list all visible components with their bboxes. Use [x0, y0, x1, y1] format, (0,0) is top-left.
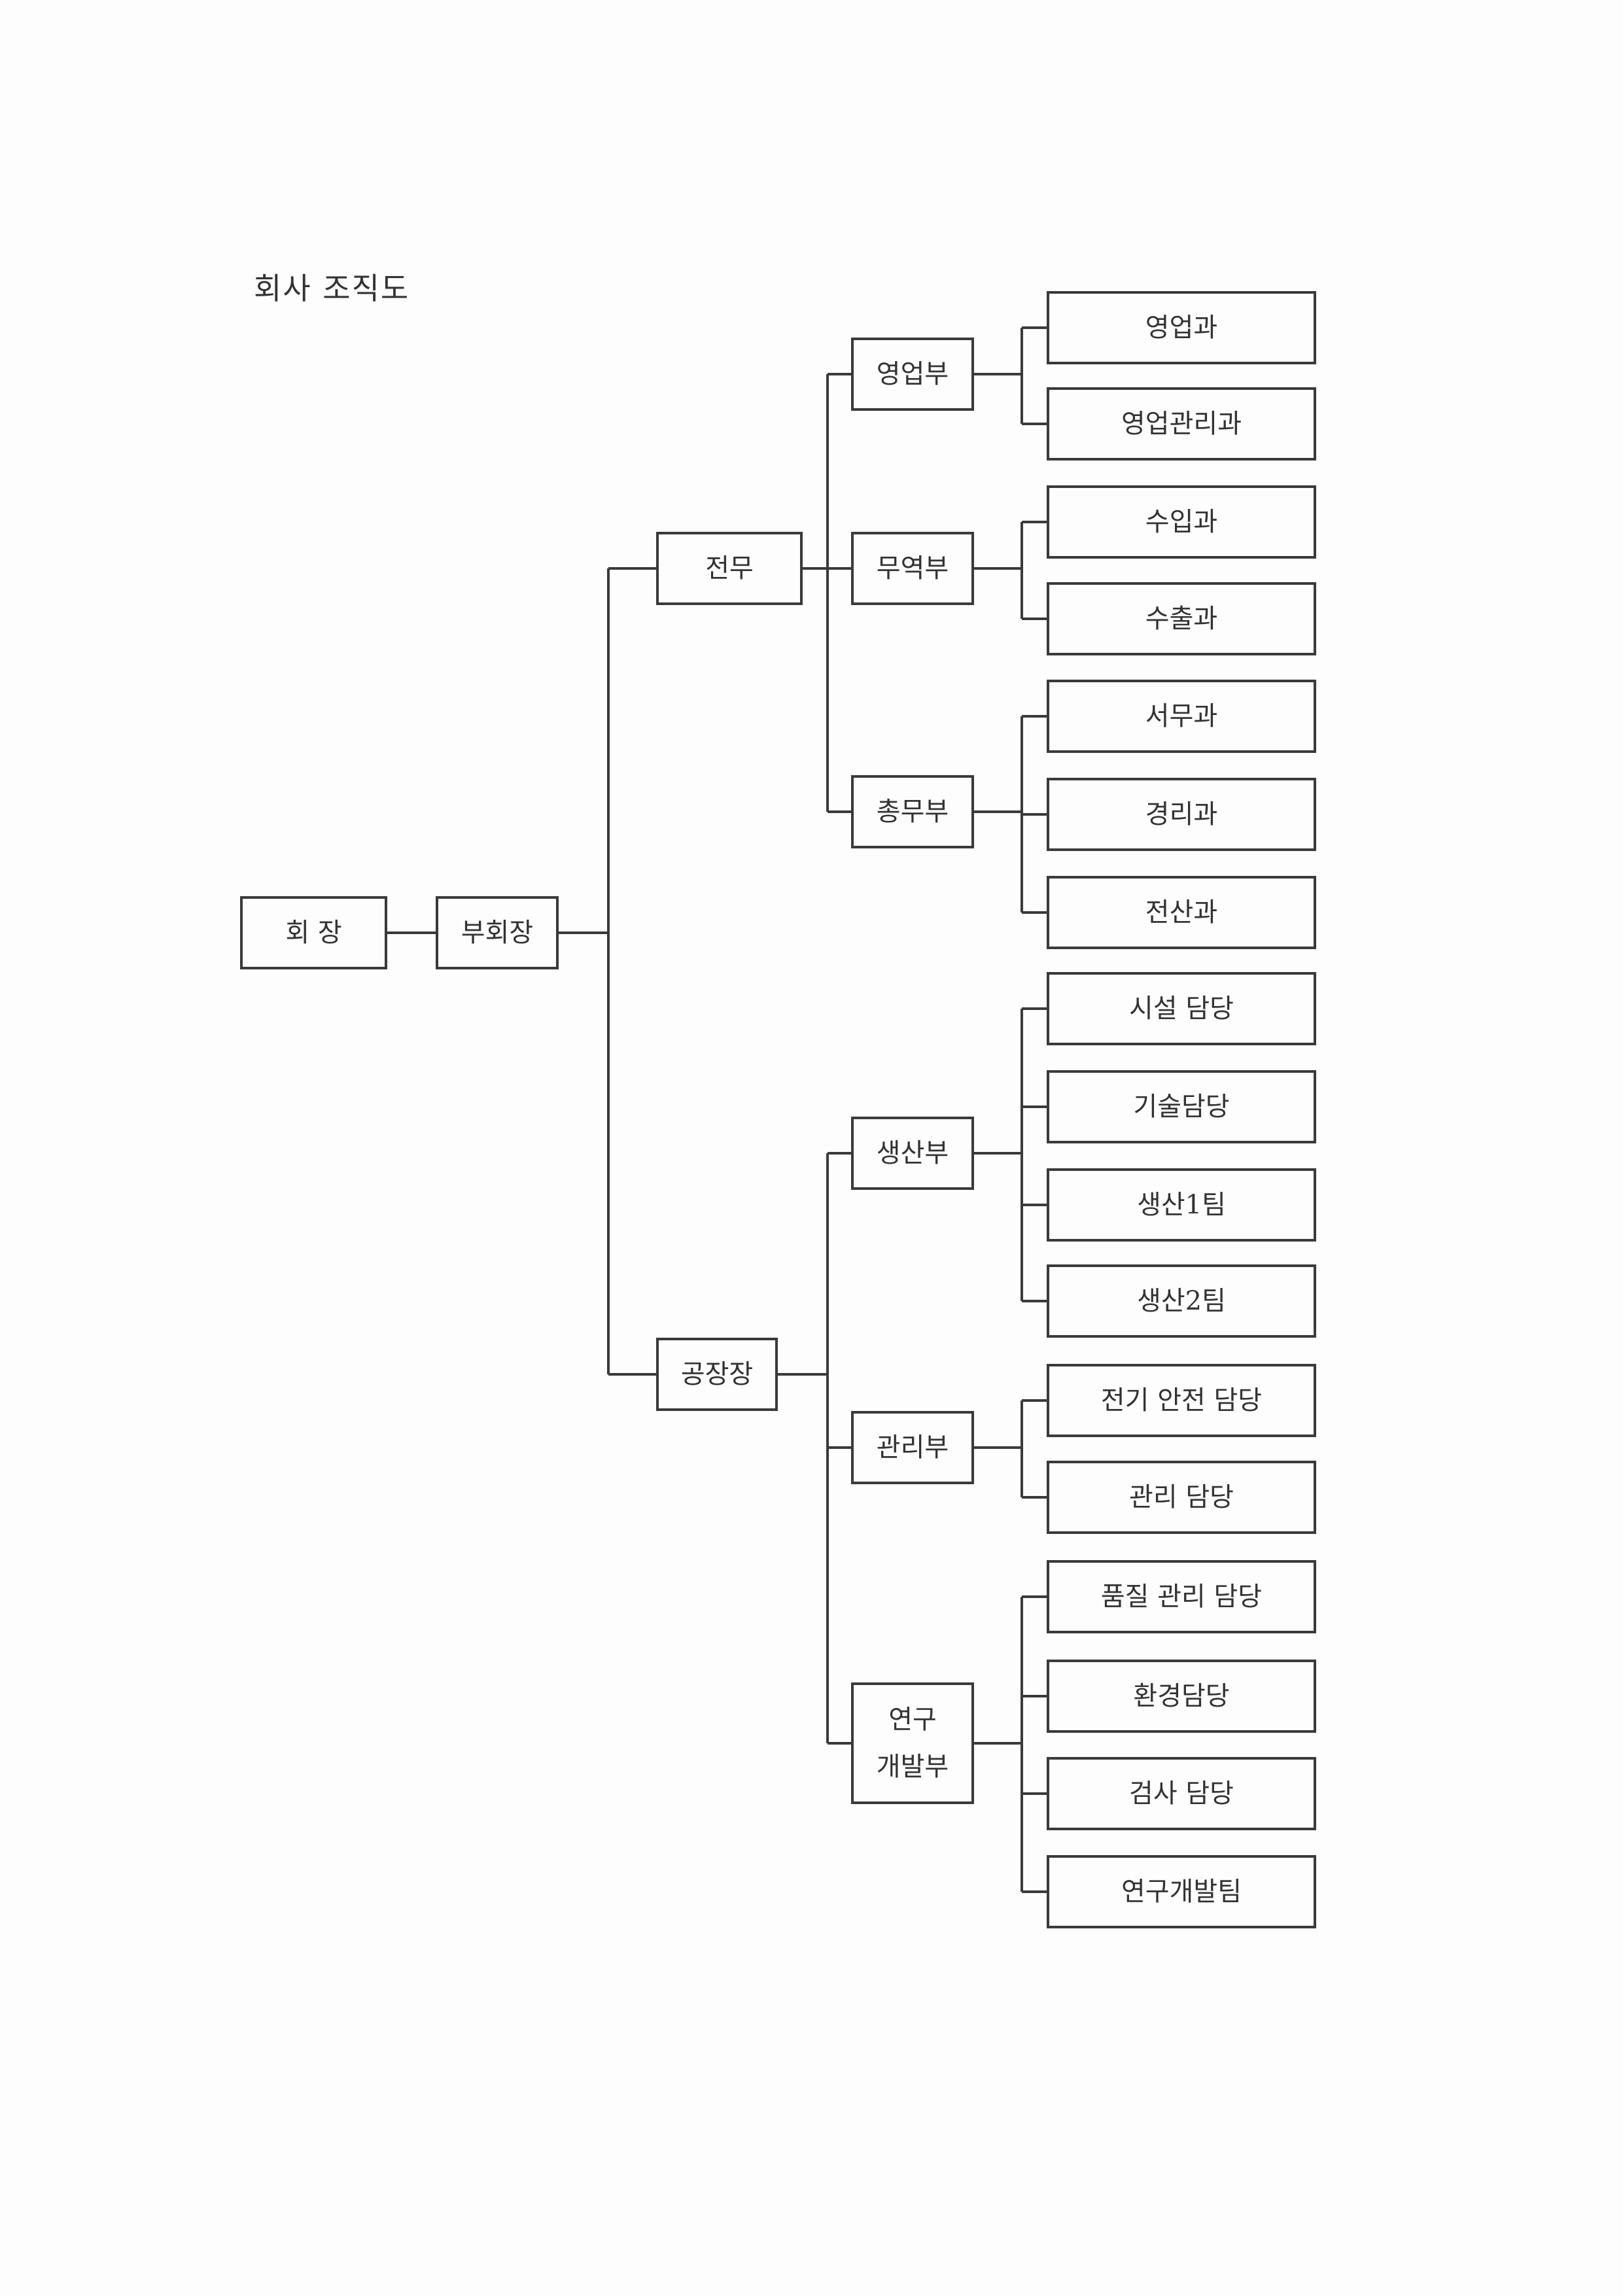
node-dept: 무역부: [851, 532, 974, 605]
node-vice-chairman: 부회장: [436, 896, 559, 969]
node-team: 품질 관리 담당: [1047, 1560, 1316, 1633]
node-dept: 생산부: [851, 1117, 974, 1190]
node-team: 연구개발팀: [1047, 1855, 1316, 1928]
node-plant-manager: 공장장: [656, 1338, 778, 1411]
node-dept: 관리부: [851, 1411, 974, 1484]
node-dept: 영업부: [851, 338, 974, 411]
node-team: 전기 안전 담당: [1047, 1364, 1316, 1437]
node-executive-director: 전무: [656, 532, 803, 605]
page-title: 회사 조직도: [254, 271, 410, 306]
node-dept: 연구 개발부: [851, 1682, 974, 1804]
node-chairman: 회 장: [240, 896, 387, 969]
node-team: 수출과: [1047, 582, 1316, 655]
node-team: 기술담당: [1047, 1070, 1316, 1143]
node-team: 영업과: [1047, 291, 1316, 364]
node-team: 서무과: [1047, 680, 1316, 753]
node-team: 검사 담당: [1047, 1757, 1316, 1830]
node-team: 환경담당: [1047, 1660, 1316, 1733]
node-team: 경리과: [1047, 778, 1316, 851]
node-team: 전산과: [1047, 876, 1316, 949]
node-dept: 총무부: [851, 775, 974, 848]
node-team: 수입과: [1047, 485, 1316, 559]
node-team: 영업관리과: [1047, 387, 1316, 461]
node-team: 시설 담당: [1047, 972, 1316, 1045]
node-team: 생산2팀: [1047, 1264, 1316, 1338]
node-team: 관리 담당: [1047, 1461, 1316, 1534]
node-team: 생산1팀: [1047, 1168, 1316, 1242]
